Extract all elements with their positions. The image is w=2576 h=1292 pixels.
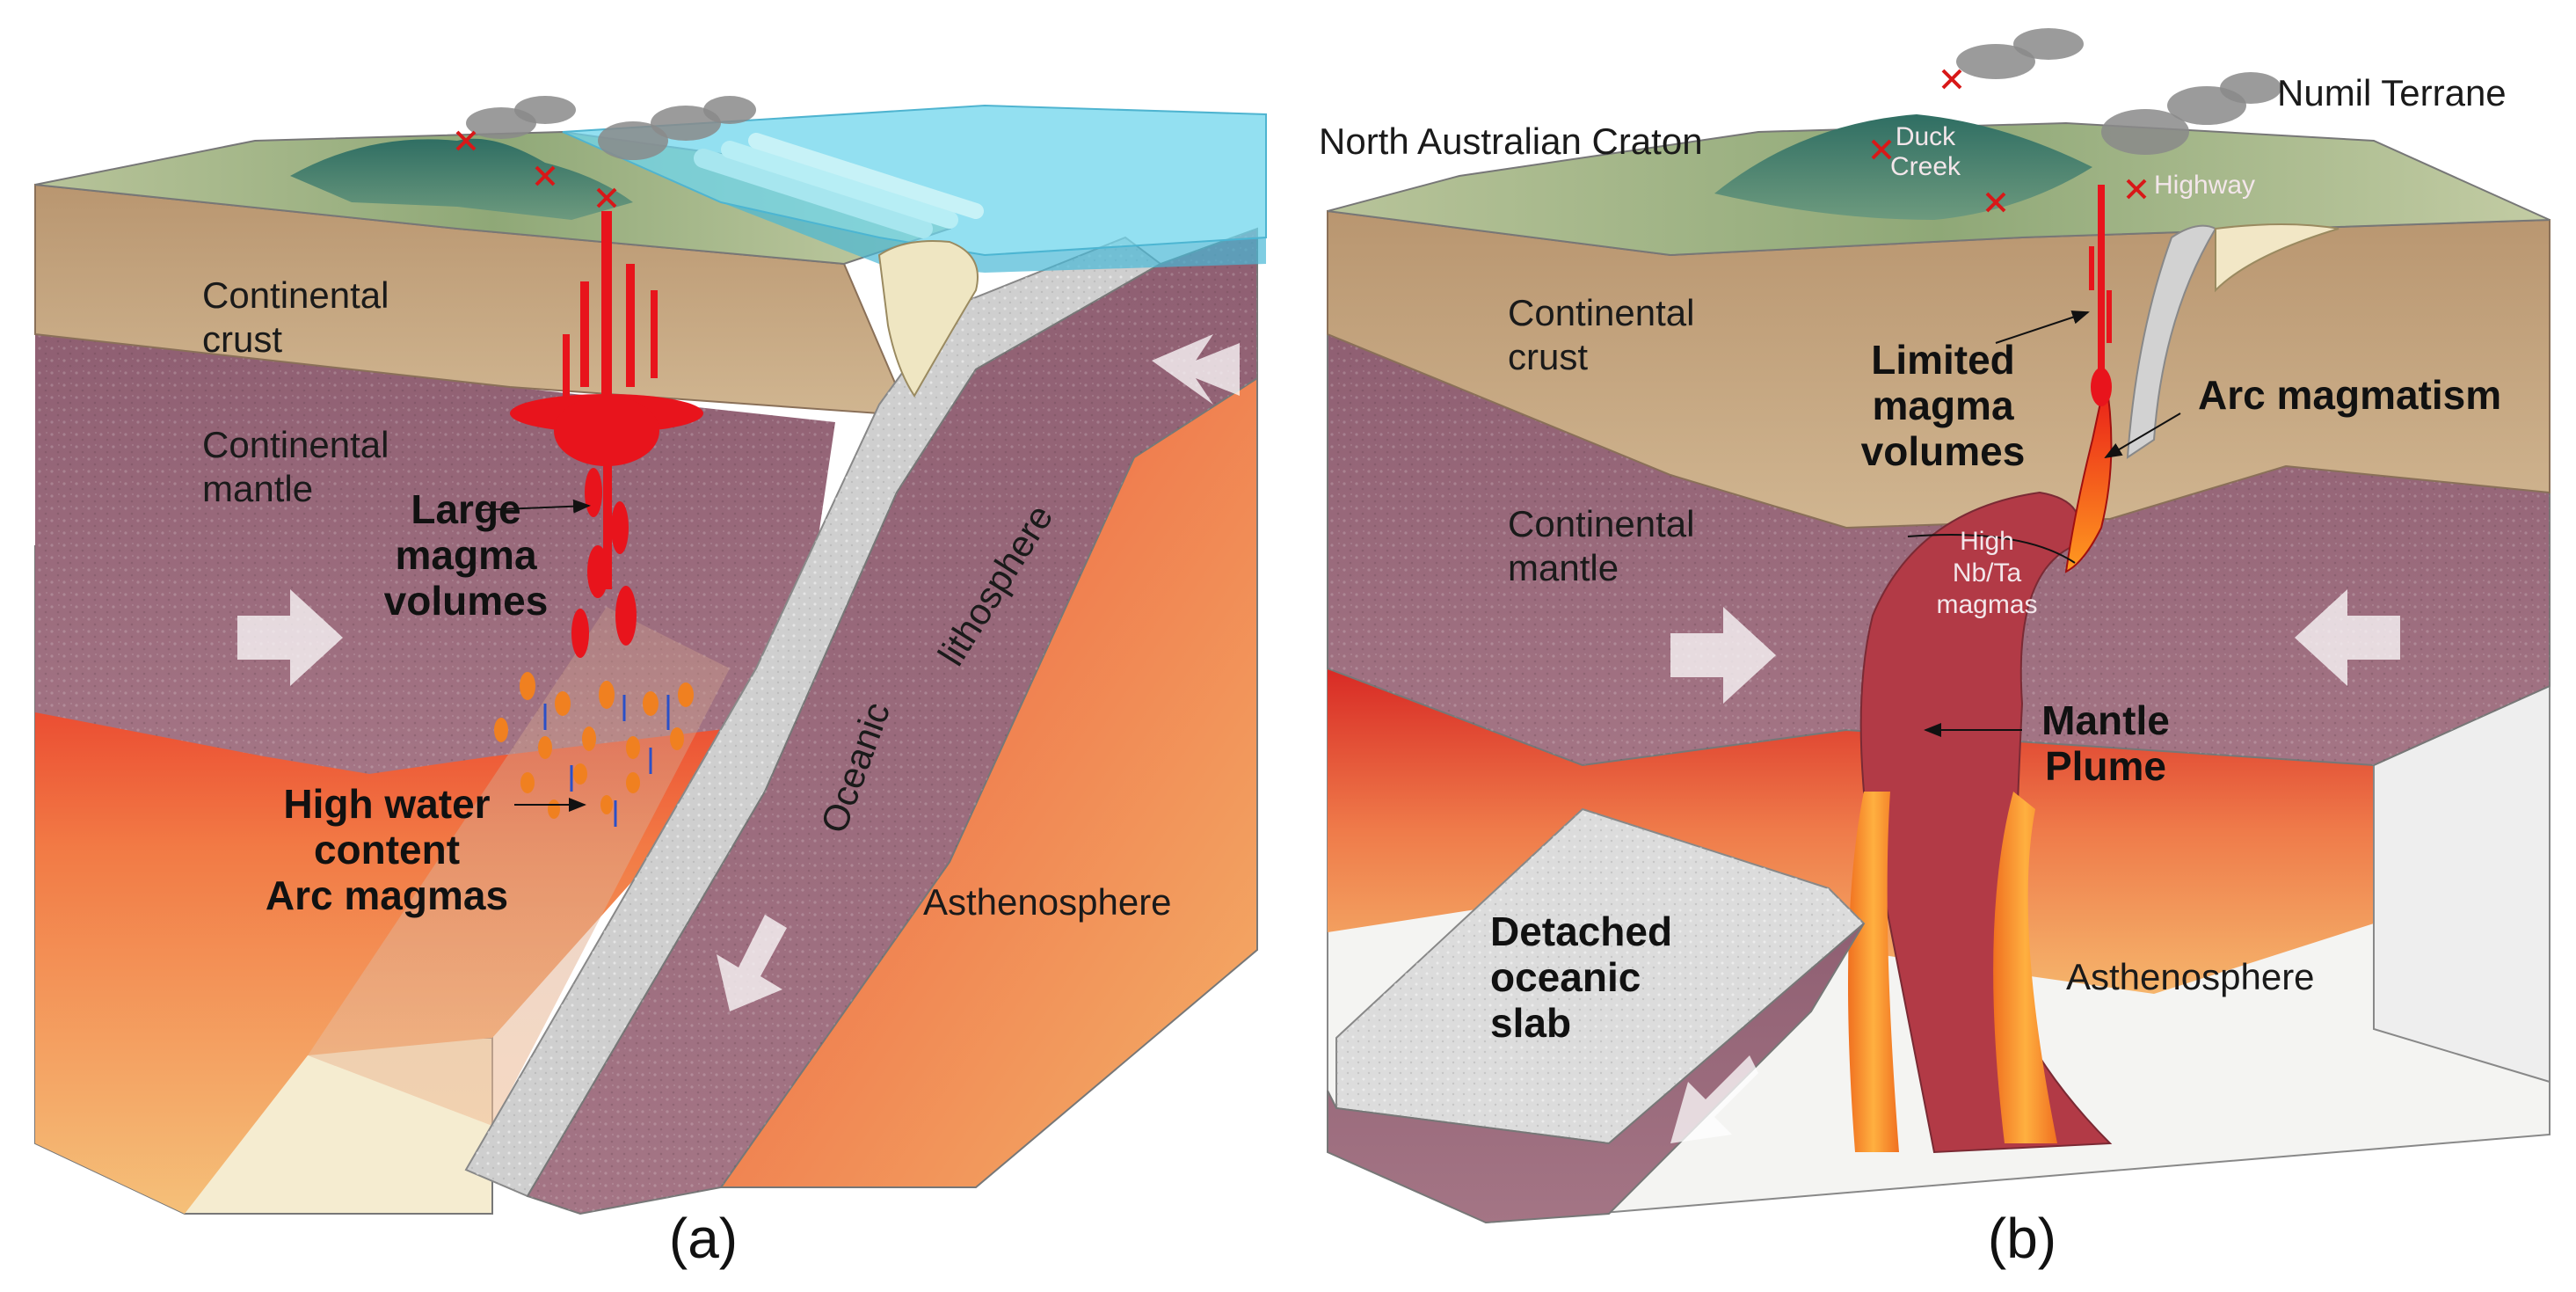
panel-a-magma-plumbing <box>510 211 703 658</box>
panel-a-push-arrow-left <box>237 589 343 686</box>
panel-b-plume-hot-rim-2 <box>1993 792 2057 1143</box>
panel-a-water-arrows <box>543 695 670 827</box>
panel-a-caption: (a) <box>669 1207 738 1270</box>
panel-a-asthenosphere-label: Asthenosphere <box>923 881 1172 923</box>
panel-b-terrane-slice <box>2126 224 2217 459</box>
panel-b-arc-plumbing <box>2089 185 2112 406</box>
panel-a-slab-texture <box>466 237 1161 1196</box>
panel-b-mountain-range <box>1714 114 2092 220</box>
panel-b-highway-label: Highway <box>2154 171 2255 200</box>
panel-b-arc-magmatism-label: Arc magmatism <box>2198 372 2501 418</box>
panel-b-slab-texture <box>1336 809 1864 1143</box>
panel-b-slab-arrow <box>1670 1055 1758 1143</box>
panel-b-smoke <box>1956 28 2281 155</box>
panel-a-ocean-front <box>721 202 1266 273</box>
panel-a-mine-icons <box>455 130 617 208</box>
panel-a-smoke <box>466 96 756 160</box>
panel-a-accretionary-wedge <box>877 240 979 398</box>
panel-b-push-arrow-right <box>2295 589 2400 686</box>
panel-b: North Australian Craton Numil Terrane Du… <box>1319 28 2551 1270</box>
panel-b-caption: (b) <box>1988 1207 2056 1270</box>
panel-a-magma-cone <box>308 607 730 1126</box>
panel-b-push-arrow-left <box>1670 607 1776 704</box>
panel-b-terrane-label: Numil Terrane <box>2277 72 2507 113</box>
panel-b-limited-leader <box>1995 310 2090 344</box>
panel-a-volcano-range <box>290 138 633 220</box>
panel-b-asthenosphere-label: Asthenosphere <box>2066 956 2315 997</box>
panel-a-push-arrow-right <box>1152 334 1240 405</box>
panel-b-nbta-leader <box>1907 534 2076 564</box>
panel-b-mine-icons <box>1871 69 2147 213</box>
panel-b-terrane-slice-2 <box>2215 223 2340 293</box>
panel-b-slab-lithosphere <box>1327 923 1865 1224</box>
panel-b-plume-hot-rim <box>1848 792 1899 1152</box>
panel-a-slab-arrow <box>717 915 787 1011</box>
panel-a-arc-magma-droplets <box>494 672 694 819</box>
panel-b-craton-label: North Australian Craton <box>1319 120 1703 162</box>
panel-a-trench-rolls <box>694 133 984 238</box>
panel-a-magma-leader <box>478 499 591 514</box>
panel-a-lithosphere-texture <box>528 229 1257 1214</box>
panel-b-arc-leader <box>2104 412 2181 459</box>
